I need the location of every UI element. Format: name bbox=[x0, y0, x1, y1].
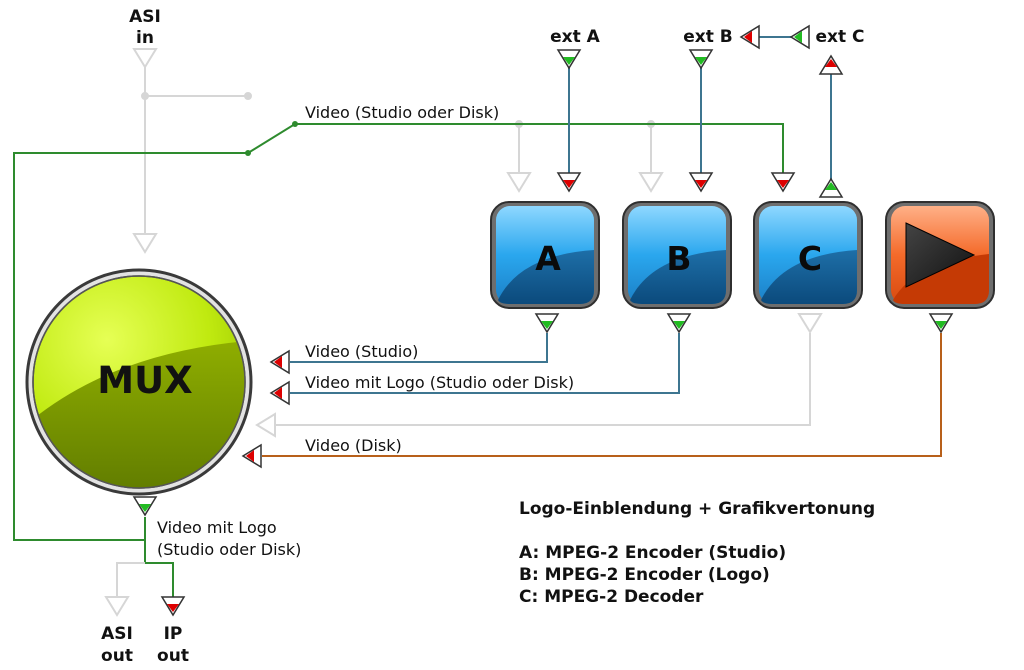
ext-lines bbox=[290, 36, 832, 394]
arrow-c-in bbox=[770, 172, 796, 193]
mux-out-label-2: (Studio oder Disk) bbox=[157, 540, 301, 559]
legend-item-b: B: MPEG-2 Encoder (Logo) bbox=[519, 565, 770, 585]
mux-block[interactable]: MUX bbox=[20, 268, 260, 500]
mux-out-label-1: Video mit Logo bbox=[157, 518, 277, 537]
video-studio-disk-label: Video (Studio oder Disk) bbox=[305, 103, 499, 122]
arrow-mux-in-c bbox=[255, 412, 276, 438]
arrow-asi-in bbox=[132, 48, 158, 69]
arrow-mux-in-disk bbox=[241, 443, 262, 469]
video-disk-label: Video (Disk) bbox=[305, 436, 402, 455]
video-studio-label: Video (Studio) bbox=[305, 342, 418, 361]
asi-out-line bbox=[116, 562, 145, 598]
block-b-label: B bbox=[666, 239, 691, 278]
encoder-a-block[interactable]: A bbox=[490, 201, 600, 309]
arrow-mux-out bbox=[132, 496, 158, 517]
arrow-mux-in-top bbox=[132, 233, 158, 254]
arrow-c-out bbox=[797, 313, 823, 334]
arrow-c-ext-out bbox=[818, 177, 844, 198]
legend-item-c: C: MPEG-2 Decoder bbox=[519, 587, 704, 607]
asi-out-label-1: ASI bbox=[101, 624, 133, 644]
legend-item-a: A: MPEG-2 Encoder (Studio) bbox=[519, 543, 786, 563]
legend-title: Logo-Einblendung + Grafikvertonung bbox=[519, 499, 875, 519]
arrow-mux-in-logo bbox=[269, 380, 290, 406]
arrow-disk-out bbox=[928, 313, 954, 334]
ext-c-label: ext C bbox=[815, 27, 864, 47]
arrow-b-in-grey bbox=[638, 172, 664, 193]
block-c-label: C bbox=[798, 239, 822, 278]
asi-in-label-2: in bbox=[136, 28, 154, 48]
asi-in-label-1: ASI bbox=[129, 7, 161, 27]
ext-b-label: ext B bbox=[683, 27, 733, 47]
ip-out-label-1: IP bbox=[164, 624, 183, 644]
arrow-ext-b-in bbox=[739, 24, 760, 50]
arrow-ext-a-out bbox=[556, 49, 582, 70]
play-icon bbox=[905, 222, 976, 288]
arrow-asi-out bbox=[104, 596, 130, 617]
arrow-ext-b-out bbox=[688, 49, 714, 70]
mux-label: MUX bbox=[97, 359, 192, 402]
decoder-c-block[interactable]: C bbox=[753, 201, 863, 309]
arrow-a-in-grey bbox=[506, 172, 532, 193]
arrow-ip-out bbox=[160, 596, 186, 617]
green-feedback-line bbox=[13, 121, 784, 598]
asi-out-label-2: out bbox=[101, 646, 133, 666]
arrow-b-out bbox=[666, 313, 692, 334]
arrow-a-out bbox=[534, 313, 560, 334]
ext-a-label: ext A bbox=[550, 27, 601, 47]
encoder-b-block[interactable]: B bbox=[622, 201, 732, 309]
ip-out-label-2: out bbox=[157, 646, 189, 666]
arrow-ext-c-out bbox=[789, 24, 810, 50]
c-out-line bbox=[275, 333, 811, 426]
arrows bbox=[104, 24, 954, 617]
arrow-ext-c-in bbox=[818, 54, 844, 75]
arrow-mux-in-studio bbox=[269, 349, 290, 375]
disk-line bbox=[262, 333, 942, 457]
arrow-b-in bbox=[688, 172, 714, 193]
video-logo-label: Video mit Logo (Studio oder Disk) bbox=[305, 373, 574, 392]
block-a-label: A bbox=[535, 239, 561, 278]
disk-player-block[interactable] bbox=[885, 201, 995, 309]
arrow-a-in bbox=[556, 172, 582, 193]
legend: Logo-Einblendung + Grafikvertonung A: MP… bbox=[519, 499, 875, 607]
